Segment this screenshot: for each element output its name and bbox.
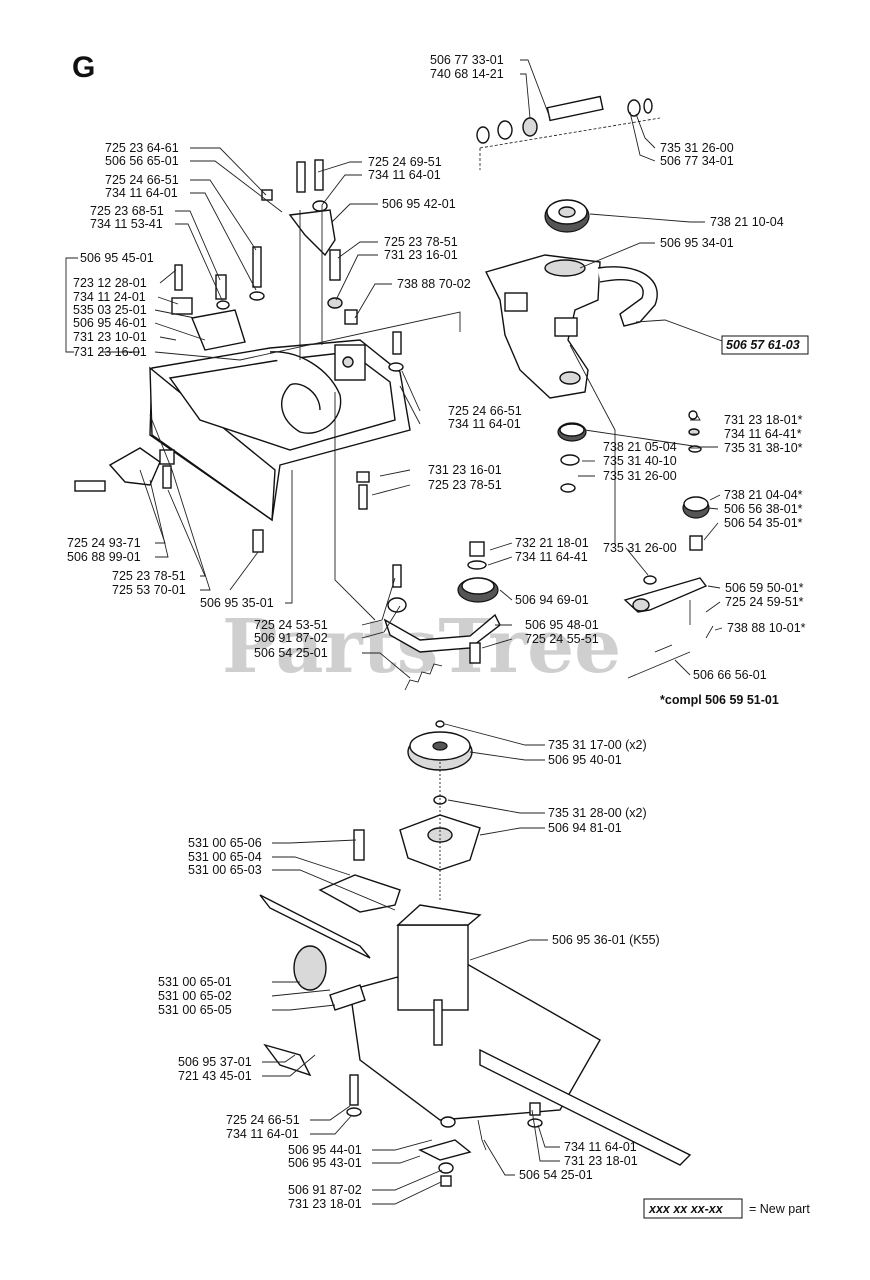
part-label: 531 00 65-06: [188, 836, 262, 850]
part-label: 725 23 78-51: [384, 235, 458, 249]
legend-text: = New part: [749, 1202, 810, 1216]
part-label: 735 31 26-00: [603, 469, 677, 483]
section-letter: G: [72, 51, 95, 84]
part-label: 506 95 44-01: [288, 1143, 362, 1157]
part-labels: 506 77 33-01 740 68 14-21 735 31 26-00 5…: [67, 53, 809, 1211]
part-label: 735 31 26-00: [660, 141, 734, 155]
part-label: 725 24 66-51: [105, 173, 179, 187]
part-label: 506 91 87-02: [254, 631, 328, 645]
part-label: 740 68 14-21: [430, 67, 504, 81]
part-label: 725 53 70-01: [112, 583, 186, 597]
part-label: 731 23 16-01: [384, 248, 458, 262]
part-label: 506 95 43-01: [288, 1156, 362, 1170]
part-label: 506 95 42-01: [382, 197, 456, 211]
part-label: 731 23 16-01: [73, 345, 147, 359]
part-label: 731 23 10-01: [73, 330, 147, 344]
part-label: 721 43 45-01: [178, 1069, 252, 1083]
part-label: 735 31 38-10*: [724, 441, 803, 455]
part-label: 738 88 70-02: [397, 277, 471, 291]
legend: xxx xx xx-xx = New part: [643, 1198, 810, 1219]
mounting-frame: [149, 297, 411, 522]
legend-sample: xxx xx xx-xx: [648, 1202, 724, 1216]
part-label: 506 77 33-01: [430, 53, 504, 67]
part-label: 506 66 56-01: [693, 668, 767, 682]
idler-assembly: [383, 541, 501, 691]
part-label: 725 24 93-71: [67, 536, 141, 550]
part-label: 734 11 24-01: [73, 290, 146, 304]
bolts-left: [74, 159, 404, 553]
steering-housing: [484, 254, 658, 399]
part-label: 731 23 18-01*: [724, 413, 803, 427]
part-label: 731 23 18-01: [564, 1154, 638, 1168]
part-label: 506 95 37-01: [178, 1055, 252, 1069]
part-label: 734 11 64-01: [564, 1140, 637, 1154]
part-label: 506 94 69-01: [515, 593, 589, 607]
part-label: 734 11 64-01: [448, 417, 521, 431]
part-label: 735 31 28-00 (x2): [548, 806, 647, 820]
part-label: 734 11 64-41*: [724, 427, 802, 441]
part-label: 506 77 34-01: [660, 154, 734, 168]
part-label: 506 95 40-01: [548, 753, 622, 767]
part-label: 506 54 35-01*: [724, 516, 803, 530]
part-label: 723 12 28-01: [73, 276, 147, 290]
part-label: 531 00 65-04: [188, 850, 262, 864]
part-label: 506 95 45-01: [80, 251, 154, 265]
part-label: 725 24 55-51: [525, 632, 599, 646]
bearing-top: [544, 199, 590, 233]
part-label: 738 21 10-04: [710, 215, 784, 229]
part-label: 734 11 64-01: [105, 186, 178, 200]
part-label: 506 54 25-01: [519, 1168, 593, 1182]
new-part-box: [721, 335, 809, 355]
part-label: 531 00 65-01: [158, 975, 232, 989]
part-label: 734 11 53-41: [90, 217, 163, 231]
part-label: 506 59 50-01*: [725, 581, 804, 595]
part-label: 506 56 65-01: [105, 154, 179, 168]
part-label: 734 11 64-41: [515, 550, 588, 564]
part-label: 725 23 64-61: [105, 141, 179, 155]
part-label: 735 31 17-00 (x2): [548, 738, 647, 752]
part-label: 535 03 25-01: [73, 303, 147, 317]
part-label: 506 95 46-01: [73, 316, 147, 330]
top-shaft-assembly: [476, 95, 661, 170]
part-label: 506 95 36-01 (K55): [552, 933, 660, 947]
part-label: 735 31 40-10: [603, 454, 677, 468]
part-label: 725 24 69-51: [368, 155, 442, 169]
right-linkage: [623, 410, 714, 653]
part-label: 506 94 81-01: [548, 821, 622, 835]
part-label: 731 23 18-01: [288, 1197, 362, 1211]
lower-bearing-stack: [557, 422, 587, 493]
part-label: 506 54 25-01: [254, 646, 328, 660]
part-label: 531 00 65-02: [158, 989, 232, 1003]
part-label: 725 24 59-51*: [725, 595, 804, 609]
part-label: 734 11 64-01: [368, 168, 441, 182]
part-label: 531 00 65-03: [188, 863, 262, 877]
part-label: 506 95 35-01: [200, 596, 274, 610]
part-label: 734 11 64-01: [226, 1127, 299, 1141]
leader-lines: [65, 59, 723, 1205]
part-label: 506 91 87-02: [288, 1183, 362, 1197]
transaxle: [259, 829, 692, 1187]
part-label: 725 23 68-51: [90, 204, 164, 218]
legend-sample-box: [643, 1198, 743, 1219]
part-label: 738 21 05-04: [603, 440, 677, 454]
part-label: 725 24 66-51: [448, 404, 522, 418]
part-label: 732 21 18-01: [515, 536, 589, 550]
part-label-new: 506 57 61-03: [726, 338, 800, 352]
part-label: 725 23 78-51: [112, 569, 186, 583]
part-label: 731 23 16-01: [428, 463, 502, 477]
compl-note: *compl 506 59 51-01: [660, 693, 779, 707]
part-label: 725 24 66-51: [226, 1113, 300, 1127]
part-label: 506 56 38-01*: [724, 502, 803, 516]
part-label: 738 21 04-04*: [724, 488, 803, 502]
part-label: 725 23 78-51: [428, 478, 502, 492]
part-label: 735 31 26-00: [603, 541, 677, 555]
part-label: 725 24 53-51: [254, 618, 328, 632]
part-label: 738 88 10-01*: [727, 621, 806, 635]
part-label: 506 95 34-01: [660, 236, 734, 250]
part-label: 531 00 65-05: [158, 1003, 232, 1017]
part-label: 506 88 99-01: [67, 550, 141, 564]
part-label: 506 95 48-01: [525, 618, 599, 632]
